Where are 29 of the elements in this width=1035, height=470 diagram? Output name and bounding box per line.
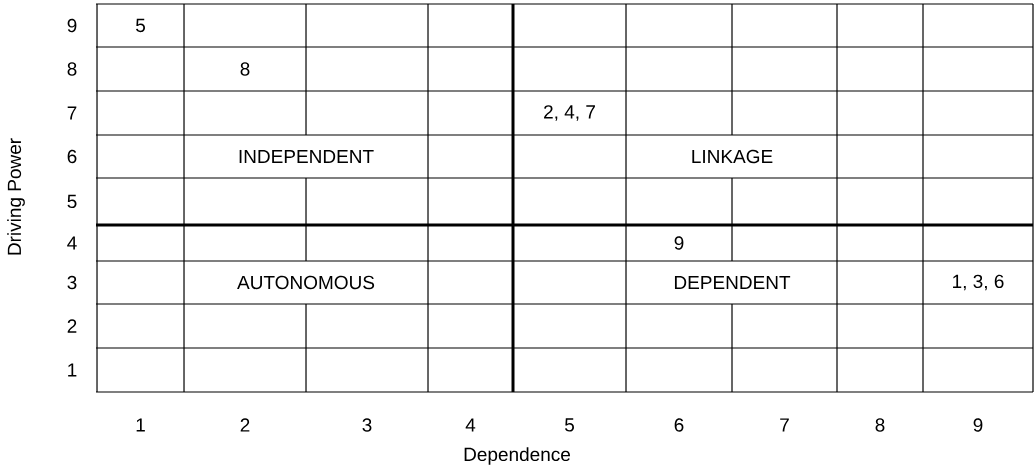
row-number: 2: [67, 319, 77, 333]
column-number: 2: [240, 418, 250, 432]
row-number: 9: [67, 18, 77, 33]
column-number: 3: [362, 418, 372, 432]
cell-entry: 5: [136, 18, 145, 33]
column-number: 5: [565, 418, 574, 432]
cell-entry: 1, 3, 6: [953, 274, 1004, 291]
quadrant-label: AUTONOMOUS: [237, 275, 375, 290]
column-number: 7: [780, 418, 789, 432]
row-number: 7: [67, 106, 77, 120]
column-number: 6: [674, 418, 684, 432]
row-number: 6: [67, 149, 77, 164]
column-number: 8: [875, 418, 885, 432]
quadrant-label: LINKAGE: [692, 149, 773, 164]
column-number: 4: [465, 418, 476, 432]
axis-title: Dependence: [464, 447, 570, 465]
row-number: 1: [68, 363, 77, 377]
row-number: 8: [67, 62, 77, 76]
row-number: 3: [67, 275, 77, 290]
quadrant-label: DEPENDENT: [674, 275, 791, 290]
column-number: 9: [973, 418, 983, 432]
quadrant-label: INDEPENDENT: [239, 149, 374, 164]
row-number: 5: [67, 194, 77, 209]
axis-title: Driving Power: [7, 138, 25, 255]
cell-entry: 9: [674, 236, 684, 250]
cell-entry: 8: [240, 62, 250, 76]
row-number: 4: [67, 236, 77, 250]
cell-entry: 2, 4, 7: [544, 105, 595, 121]
column-number: 1: [136, 418, 145, 432]
